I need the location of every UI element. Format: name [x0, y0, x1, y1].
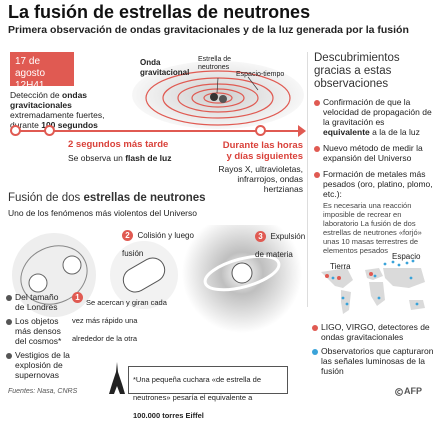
flash-time: 2 segundos más tarde — [68, 139, 169, 150]
fact-item-1: Del tamaño de Londres — [6, 292, 70, 312]
timeline-line — [14, 130, 304, 132]
timeline-tick-start — [10, 125, 21, 136]
discoveries-title: Descubrimientos gracias a estas observac… — [314, 52, 400, 90]
sources: Fuentes: Nasa, CNRS — [8, 388, 78, 395]
discovery-item-3: Formación de metales más pesados (oro, p… — [314, 169, 433, 199]
step-1-number: 1 — [72, 292, 83, 303]
event-date-box: 17 de agosto 12H41 GMT — [10, 52, 74, 103]
eiffel-tower-icon — [109, 362, 125, 394]
step-3: 3 Expulsión de materia — [255, 226, 307, 262]
neutron-star-a — [210, 93, 218, 101]
step-3-text: Expulsión de materia — [255, 232, 306, 259]
spacetime-fabric — [132, 61, 304, 129]
step-3-number: 3 — [255, 231, 266, 242]
flash-bold: flash de luz — [125, 153, 172, 163]
world-map — [321, 259, 425, 314]
page-title: La fusión de estrellas de neutrones — [8, 2, 311, 22]
blue-dot-icon — [312, 349, 318, 355]
detection-text: Detección de ondas gravitacionales extre… — [10, 90, 110, 130]
fact-item-3: Vestigios de la explosión de supernovas — [6, 350, 70, 380]
discovery-item-2: Nuevo método de medir la expansión del U… — [314, 143, 433, 163]
facts-list: Del tamaño de Londres Los objetos más de… — [6, 292, 70, 380]
flash-text: Se observa un flash de luz — [68, 153, 188, 163]
step-1-text: Se acercan y giran cada vez más rápido u… — [72, 298, 167, 343]
discoveries-panel: Descubrimientos gracias a estas observac… — [307, 52, 433, 307]
event-time: 12H41 GMT — [15, 80, 45, 103]
step-2: 2 Colisión y luego fusión — [122, 225, 202, 261]
legend-item-observatories: Observatorios que capturaron las señales… — [312, 346, 434, 376]
spacetime-label: Espacio-tiempo — [236, 71, 285, 78]
bullet-icon — [314, 146, 320, 152]
fusion-subtitle: Uno de los fenómenos más violentos del U… — [8, 208, 197, 218]
timeline-tick-flash — [44, 125, 55, 136]
flash-prefix: Se observa un — [68, 153, 123, 163]
later-text: Rayos X, ultravioletas, infrarrojos, ond… — [218, 164, 303, 194]
timeline-tick-later — [255, 125, 266, 136]
bullet-icon — [314, 172, 320, 178]
detection-bold: ondas gravitacionales — [10, 90, 88, 110]
red-dot-icon — [312, 325, 318, 331]
discovery-detail: Es necesaria una reacción imposible de r… — [323, 201, 422, 255]
quote-box: *Una pequeña cuchara «de estrella de neu… — [128, 366, 288, 420]
merging-stars — [122, 257, 166, 293]
map-space-label: Espacio — [392, 252, 421, 261]
quote-text: *Una pequeña cuchara «de estrella de neu… — [133, 375, 262, 402]
map-earth-label: Tierra — [330, 262, 351, 271]
map-legend: LIGO, VIRGO, detectores de ondas gravita… — [312, 322, 434, 376]
later-time: Durante las horas y días siguientes — [222, 140, 303, 162]
copyright-icon — [395, 388, 403, 396]
wave-label: Onda gravitacional — [140, 58, 190, 77]
step-2-number: 2 — [122, 230, 133, 241]
neutron-star-2 — [62, 255, 82, 275]
step-1: 1 Se acercan y giran cada vez más rápido… — [72, 292, 170, 346]
step-2-text: Colisión y luego fusión — [122, 231, 194, 258]
legend-item-detectors: LIGO, VIRGO, detectores de ondas gravita… — [312, 322, 434, 342]
detection-prefix: Detección de — [10, 90, 60, 100]
neutron-star-1 — [28, 273, 48, 293]
quote-bold: 100.000 torres Eiffel — [133, 411, 204, 420]
afp-logo: AFP — [404, 386, 422, 396]
fact-item-2: Los objetos más densos del cosmos* — [6, 316, 70, 346]
detection-duration: 100 segundos — [41, 120, 98, 130]
timeline-arrow-icon — [298, 125, 306, 137]
star-label: Estrella de neutrones — [198, 56, 232, 71]
gravitational-wave-diagram — [132, 61, 304, 129]
neutron-star-b — [219, 95, 227, 103]
discovery-item-1: Confirmación de que la velocidad de prop… — [314, 97, 433, 137]
event-date: 17 de agosto — [15, 56, 46, 79]
merged-star — [231, 262, 253, 284]
fusion-title: Fusión de dos estrellas de neutrones — [8, 192, 206, 204]
page-subtitle: Primera observación de ondas gravitacion… — [8, 24, 409, 36]
bullet-icon — [314, 100, 320, 106]
detection-mid: extremadamente fuertes, durante — [10, 110, 105, 130]
